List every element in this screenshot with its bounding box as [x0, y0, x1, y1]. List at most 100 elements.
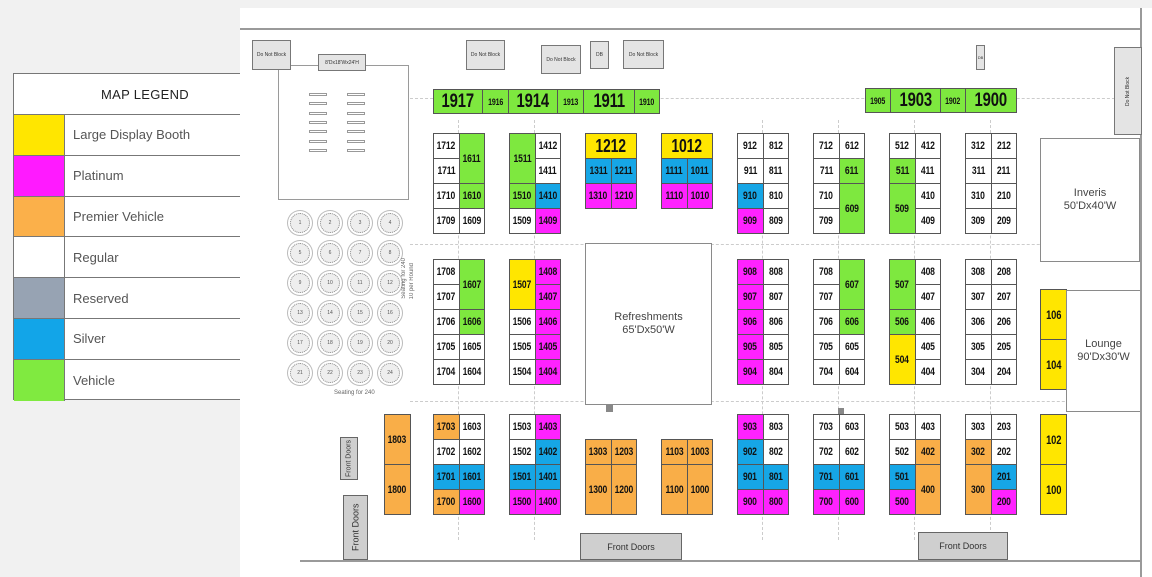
booth-811[interactable]: 811	[762, 158, 789, 184]
refreshments-area[interactable]: Refreshments 65'Dx50'W	[585, 243, 712, 405]
booth-1712[interactable]: 1712	[433, 133, 460, 159]
round-table-22[interactable]: 22	[320, 363, 340, 383]
booth-404[interactable]: 404	[914, 359, 941, 385]
booth-710[interactable]: 710	[813, 183, 840, 209]
round-table-9[interactable]: 9	[290, 273, 310, 293]
booth-1402[interactable]: 1402	[534, 439, 561, 465]
booth-201[interactable]: 201	[990, 464, 1017, 490]
booth-200[interactable]: 200	[990, 489, 1017, 515]
booth-400[interactable]: 400	[914, 464, 941, 515]
booth-711[interactable]: 711	[813, 158, 840, 184]
round-table-16[interactable]: 16	[380, 303, 400, 323]
round-table-4[interactable]: 4	[380, 213, 400, 233]
booth-1705[interactable]: 1705	[433, 334, 460, 360]
booth-605[interactable]: 605	[838, 334, 865, 360]
booth-203[interactable]: 203	[990, 414, 1017, 440]
booth-1706[interactable]: 1706	[433, 309, 460, 335]
booth-1702[interactable]: 1702	[433, 439, 460, 465]
booth-612[interactable]: 612	[838, 133, 865, 159]
booth-806[interactable]: 806	[762, 309, 789, 335]
booth-810[interactable]: 810	[762, 183, 789, 209]
booth-1506[interactable]: 1506	[509, 309, 536, 335]
booth-1917[interactable]: 1917	[433, 89, 483, 114]
booth-1709[interactable]: 1709	[433, 208, 460, 234]
booth-709[interactable]: 709	[813, 208, 840, 234]
front-doors-west-2[interactable]: Front Doors	[343, 495, 368, 560]
booth-206[interactable]: 206	[990, 309, 1017, 335]
booth-1600[interactable]: 1600	[458, 489, 485, 515]
booth-909[interactable]: 909	[737, 208, 764, 234]
round-table-7[interactable]: 7	[350, 243, 370, 263]
booth-1100[interactable]: 1100	[661, 464, 688, 515]
booth-802[interactable]: 802	[762, 439, 789, 465]
booth-207[interactable]: 207	[990, 284, 1017, 310]
booth-905[interactable]: 905	[737, 334, 764, 360]
booth-906[interactable]: 906	[737, 309, 764, 335]
booth-1411[interactable]: 1411	[534, 158, 561, 184]
booth-1707[interactable]: 1707	[433, 284, 460, 310]
booth-1504[interactable]: 1504	[509, 359, 536, 385]
booth-202[interactable]: 202	[990, 439, 1017, 465]
booth-903[interactable]: 903	[737, 414, 764, 440]
booth-1610[interactable]: 1610	[458, 183, 485, 209]
inveris-area[interactable]: Inveris 50'Dx40'W	[1040, 138, 1140, 262]
booth-212[interactable]: 212	[990, 133, 1017, 159]
booth-500[interactable]: 500	[889, 489, 916, 515]
booth-812[interactable]: 812	[762, 133, 789, 159]
booth-603[interactable]: 603	[838, 414, 865, 440]
booth-1903[interactable]: 1903	[890, 88, 941, 113]
booth-1409[interactable]: 1409	[534, 208, 561, 234]
booth-512[interactable]: 512	[889, 133, 916, 159]
booth-211[interactable]: 211	[990, 158, 1017, 184]
booth-410[interactable]: 410	[914, 183, 941, 209]
booth-910[interactable]: 910	[737, 183, 764, 209]
booth-606[interactable]: 606	[838, 309, 865, 335]
booth-601[interactable]: 601	[838, 464, 865, 490]
booth-707[interactable]: 707	[813, 284, 840, 310]
front-doors-west-1[interactable]: Front Doors	[340, 437, 358, 480]
round-table-20[interactable]: 20	[380, 333, 400, 353]
booth-1502[interactable]: 1502	[509, 439, 536, 465]
booth-409[interactable]: 409	[914, 208, 941, 234]
booth-509[interactable]: 509	[889, 183, 916, 234]
booth-808[interactable]: 808	[762, 259, 789, 285]
booth-407[interactable]: 407	[914, 284, 941, 310]
booth-1110[interactable]: 1110	[661, 183, 688, 209]
booth-1711[interactable]: 1711	[433, 158, 460, 184]
booth-405[interactable]: 405	[914, 334, 941, 360]
booth-1501[interactable]: 1501	[509, 464, 536, 490]
booth-1403[interactable]: 1403	[534, 414, 561, 440]
booth-1010[interactable]: 1010	[686, 183, 713, 209]
booth-412[interactable]: 412	[914, 133, 941, 159]
booth-607[interactable]: 607	[838, 259, 865, 310]
booth-1704[interactable]: 1704	[433, 359, 460, 385]
booth-702[interactable]: 702	[813, 439, 840, 465]
booth-1210[interactable]: 1210	[610, 183, 637, 209]
booth-102[interactable]: 102	[1040, 414, 1067, 465]
booth-1902[interactable]: 1902	[940, 88, 966, 113]
booth-1916[interactable]: 1916	[482, 89, 509, 114]
booth-208[interactable]: 208	[990, 259, 1017, 285]
booth-701[interactable]: 701	[813, 464, 840, 490]
booth-900[interactable]: 900	[737, 489, 764, 515]
booth-402[interactable]: 402	[914, 439, 941, 465]
booth-1510[interactable]: 1510	[509, 183, 536, 209]
booth-1404[interactable]: 1404	[534, 359, 561, 385]
booth-1408[interactable]: 1408	[534, 259, 561, 285]
booth-1011[interactable]: 1011	[686, 158, 713, 184]
booth-901[interactable]: 901	[737, 464, 764, 490]
booth-310[interactable]: 310	[965, 183, 992, 209]
booth-309[interactable]: 309	[965, 208, 992, 234]
booth-708[interactable]: 708	[813, 259, 840, 285]
booth-809[interactable]: 809	[762, 208, 789, 234]
booth-704[interactable]: 704	[813, 359, 840, 385]
booth-1700[interactable]: 1700	[433, 489, 460, 515]
booth-1708[interactable]: 1708	[433, 259, 460, 285]
booth-604[interactable]: 604	[838, 359, 865, 385]
round-table-15[interactable]: 15	[350, 303, 370, 323]
booth-602[interactable]: 602	[838, 439, 865, 465]
booth-911[interactable]: 911	[737, 158, 764, 184]
booth-600[interactable]: 600	[838, 489, 865, 515]
booth-307[interactable]: 307	[965, 284, 992, 310]
booth-1401[interactable]: 1401	[534, 464, 561, 490]
